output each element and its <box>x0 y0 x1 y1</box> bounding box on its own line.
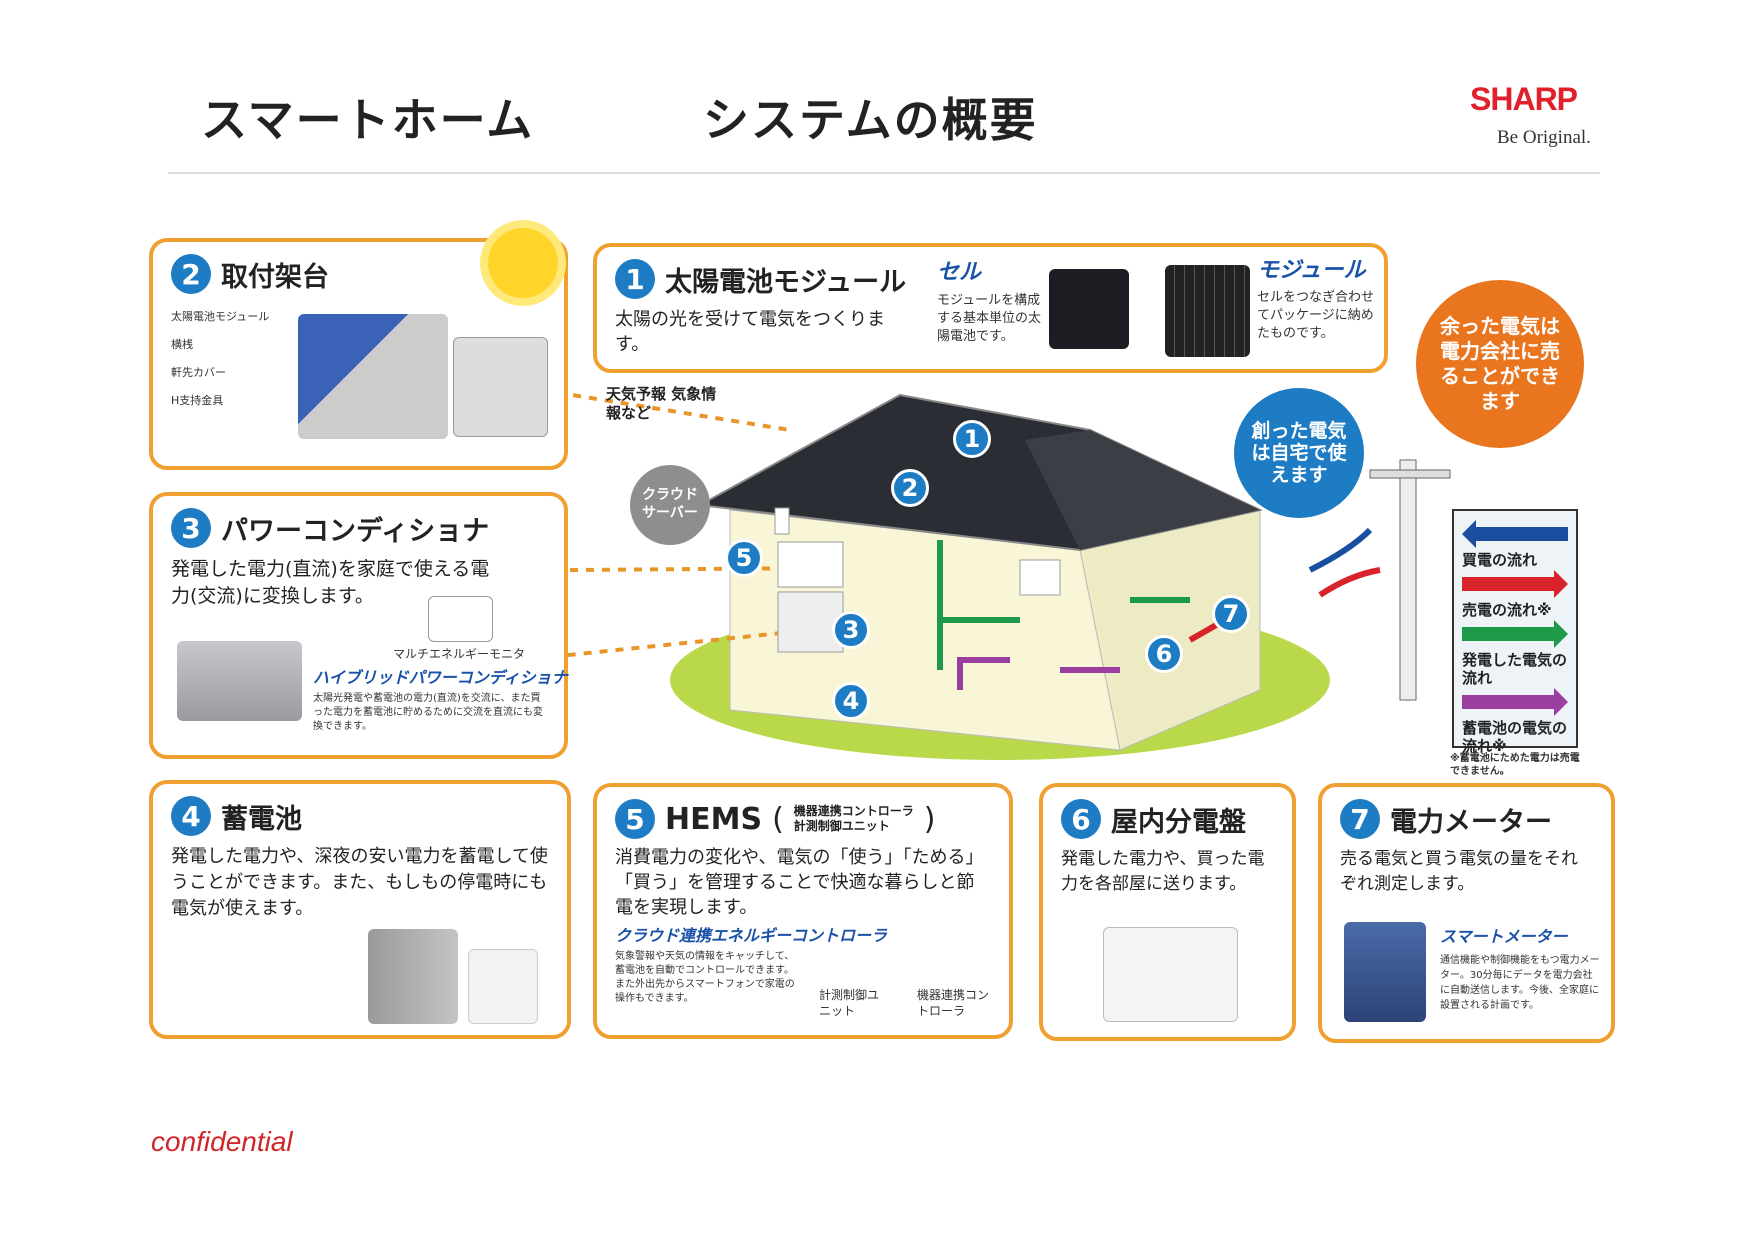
utility-pole-crossarm <box>1369 469 1451 479</box>
hems-title: HEMS <box>665 801 763 837</box>
controller-label: 機器連携コントローラ <box>917 988 990 1018</box>
power-conditioner-card: 3 パワーコンディショナ 発電した電力(直流)を家庭で使える電力(交流)に変換しま… <box>149 492 568 759</box>
pcs-photo <box>177 641 302 721</box>
number-5-icon: 5 <box>615 799 655 839</box>
monitor-label: マルチエネルギーモニタ <box>393 647 526 661</box>
weather-label: 天気予報 気象情報など <box>606 385 717 422</box>
mount-photo <box>298 314 448 439</box>
solar-module-card: 1 太陽電池モジュール 太陽の光を受けて電気をつくります。 セル モジュールを構成… <box>593 243 1388 373</box>
legend-note: ※蓄電池にためた電力は売電できません。 <box>1450 753 1580 777</box>
unit-label: 計測制御ユニット <box>819 988 880 1018</box>
number-1-icon: 1 <box>615 259 655 299</box>
cloud-server-circle <box>630 465 710 545</box>
solar-title: 太陽電池モジュール <box>665 266 907 298</box>
battery-device <box>777 591 844 653</box>
number-3-icon: 3 <box>171 508 211 548</box>
distribution-board-photo <box>1103 927 1238 1022</box>
pcs-desc: 発電した電力(直流)を家庭で使える電力(交流)に変換します。 <box>171 558 490 607</box>
buy-flow-arrow-icon <box>1462 520 1568 548</box>
meter-title: 電力メーター <box>1390 806 1552 838</box>
battery-flow-arrow-icon <box>1462 688 1568 716</box>
battery-unit-photo <box>468 949 538 1024</box>
paren-close: ) <box>923 801 936 837</box>
number-4-icon: 4 <box>171 796 211 836</box>
distribution-board-card: 6 屋内分電盤 発電した電力や、買った電力を各部屋に送ります。 <box>1039 783 1296 1041</box>
header-divider <box>168 172 1600 174</box>
title-right: システムの概要 <box>703 93 1038 147</box>
cell-photo <box>1049 269 1129 349</box>
label-rail: 横桟 <box>171 338 193 351</box>
number-6-icon: 6 <box>1061 799 1101 839</box>
board-title: 屋内分電盤 <box>1111 806 1246 838</box>
battery-photo <box>368 929 458 1024</box>
sell-flow-line <box>1318 567 1381 598</box>
cloud-controller-title: クラウド連携エネルギーコントローラ <box>615 926 888 945</box>
house-marker-4: 4 <box>832 682 870 720</box>
smart-meter-title: スマートメーター <box>1440 927 1568 946</box>
cloud-server-label: クラウド サーバー <box>642 487 698 521</box>
tagline: Be Original. <box>1497 127 1591 148</box>
paren-open: ( <box>772 801 784 837</box>
smart-meter-photo <box>1344 922 1426 1022</box>
legend-buy: 買電の流れ <box>1462 551 1538 569</box>
label-bracket: H支持金具 <box>171 394 224 407</box>
house-marker-2: 2 <box>891 469 929 507</box>
house-diagram <box>560 391 1451 760</box>
generation-flow-arrow-icon <box>1462 620 1568 648</box>
cell-desc: モジュールを構成する基本単位の太陽電池です。 <box>937 293 1042 344</box>
battery-card: 4 蓄電池 発電した電力や、深夜の安い電力を蓄電して使うことができます。また、もし… <box>149 780 571 1039</box>
distribution-board-device <box>1019 559 1061 596</box>
number-7-icon: 7 <box>1340 799 1380 839</box>
label-eave-cover: 軒先カバー <box>171 366 226 379</box>
cloud-controller-desc: 気象警報や天気の情報をキャッチして、蓄電池を自動でコントロールできます。また外出… <box>615 951 795 1004</box>
battery-title: 蓄電池 <box>221 803 302 835</box>
house-marker-1: 1 <box>953 420 991 458</box>
module-title: モジュール <box>1257 258 1366 283</box>
sun-icon <box>488 228 558 298</box>
battery-flow-line <box>957 657 1010 690</box>
solar-desc: 太陽の光を受けて電気をつくります。 <box>615 309 885 355</box>
board-desc: 発電した電力や、買った電力を各部屋に送ります。 <box>1061 849 1265 894</box>
self-use-bubble: 創った電気は自宅で使えます <box>1234 388 1364 518</box>
sell-bubble: 余った電気は電力会社に売ることができます <box>1416 280 1584 448</box>
power-conditioner-device <box>777 541 844 588</box>
flow-legend: 買電の流れ 売電の流れ※ 発電した電気の流れ 蓄電池の電気の流れ※ <box>1452 509 1578 755</box>
label-module: 太陽電池モジュール <box>171 310 270 323</box>
utility-pole <box>1399 459 1417 701</box>
hems-device <box>774 507 790 535</box>
house-marker-7: 7 <box>1212 595 1250 633</box>
mount-title: 取付架台 <box>221 261 329 293</box>
hybrid-pcs-title: ハイブリッドパワーコンディショナ <box>313 668 568 687</box>
confidential-label: confidential <box>151 1126 293 1157</box>
legend-generation: 発電した電気の流れ <box>1462 651 1568 687</box>
roof-side <box>1025 430 1260 550</box>
house-marker-6: 6 <box>1145 635 1183 673</box>
module-photo <box>1165 265 1250 357</box>
meter-desc: 売る電気と買う電気の量をそれぞれ測定します。 <box>1340 849 1578 894</box>
sell-flow-arrow-icon <box>1462 570 1568 598</box>
hems-paren-2: 計測制御ユニット <box>793 819 890 833</box>
hems-desc: 消費電力の変化や、電気の「使う」「ためる」「買う」を管理することで快適な暮らしと… <box>615 847 984 918</box>
monitor-photo <box>428 596 493 642</box>
cell-title: セル <box>937 260 982 285</box>
legend-sell: 売電の流れ※ <box>1462 601 1552 619</box>
legend-battery: 蓄電池の電気の流れ※ <box>1462 719 1568 755</box>
title-left: スマートホーム <box>201 93 535 147</box>
number-2-icon: 2 <box>171 254 211 294</box>
bracket-photo <box>453 337 548 437</box>
house-marker-3: 3 <box>832 611 870 649</box>
buy-flow-line <box>1308 527 1373 573</box>
module-desc: セルをつなぎ合わせてパッケージに納めたものです。 <box>1257 290 1375 341</box>
pcs-title: パワーコンディショナ <box>221 515 490 547</box>
hems-paren-1: 機器連携コントローラ <box>793 804 914 818</box>
battery-desc: 発電した電力や、深夜の安い電力を蓄電して使うことができます。また、もしもの停電時… <box>171 846 548 919</box>
house-marker-5: 5 <box>725 539 763 577</box>
hybrid-pcs-desc: 太陽光発電や蓄電池の電力(直流)を交流に、また買った電力を蓄電池に貯めるために交… <box>313 693 543 732</box>
mount-card: 2 取付架台 太陽電池モジュール 横桟 軒先カバー H支持金具 <box>149 238 568 470</box>
sharp-logo: SHARP <box>1470 81 1578 117</box>
smart-meter-desc: 通信機能や制御機能をもつ電力メーター。30分毎にデータを電力会社に自動送信します… <box>1440 955 1600 1011</box>
